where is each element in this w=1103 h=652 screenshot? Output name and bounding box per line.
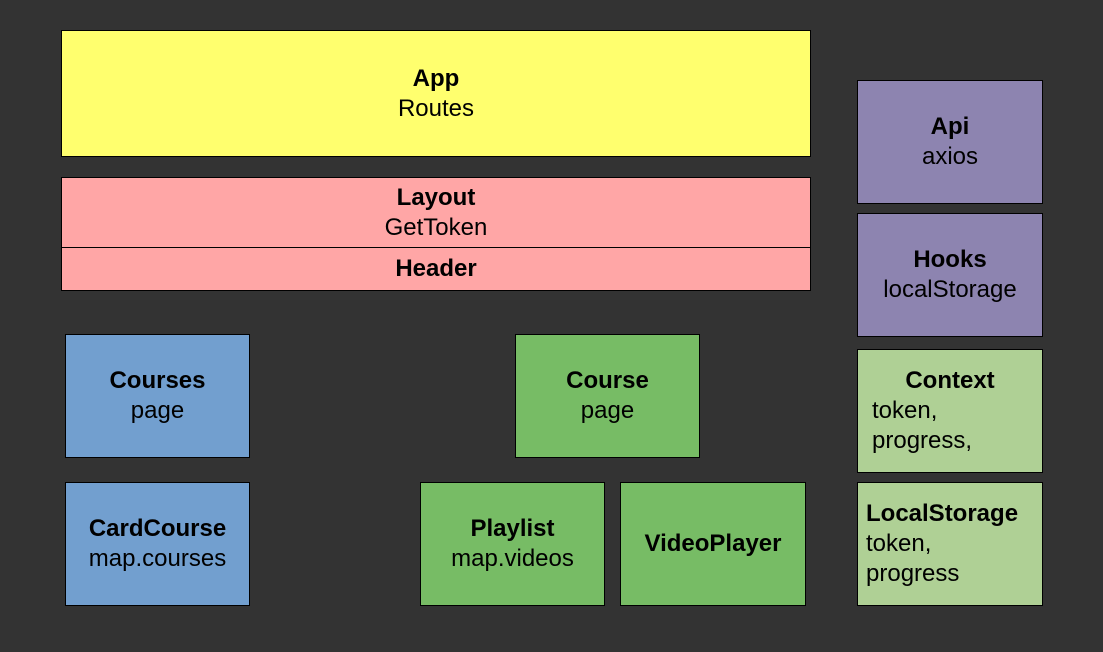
api-subtitle: axios [921,143,979,170]
header-title: Header [395,255,477,282]
context-title: Context [905,367,995,394]
app-title: App [412,64,460,92]
app-subtitle: Routes [397,94,475,122]
api-node: Api axios [857,80,1043,204]
course-node: Course page [515,334,700,458]
playlist-subtitle: map.videos [451,545,574,572]
app-node: App Routes [61,30,811,157]
context-line-progress: progress, [872,427,973,454]
videoplayer-title: VideoPlayer [644,530,782,557]
layout-subtitle: GetToken [384,213,488,241]
courses-node: Courses page [65,334,250,458]
context-line-token: token, [872,397,938,424]
playlist-title: Playlist [470,515,555,542]
courses-subtitle: page [130,397,185,424]
hooks-title: Hooks [913,246,987,273]
playlist-node: Playlist map.videos [420,482,605,606]
api-title: Api [930,113,970,140]
layout-node: Layout GetToken [61,177,811,248]
courses-title: Courses [109,367,206,394]
cardcourse-title: CardCourse [88,515,227,542]
localstorage-line-token: token, [866,530,932,557]
header-node: Header [61,247,811,291]
localstorage-node: LocalStorage token, progress [857,482,1043,606]
videoplayer-node: VideoPlayer [620,482,806,606]
hooks-subtitle: localStorage [883,276,1017,303]
layout-title: Layout [396,183,476,211]
cardcourse-node: CardCourse map.courses [65,482,250,606]
localstorage-line-progress: progress [866,560,960,587]
context-node: Context token, progress, [857,349,1043,473]
course-subtitle: page [580,397,635,424]
cardcourse-subtitle: map.courses [88,545,227,572]
localstorage-title: LocalStorage [866,500,1019,527]
hooks-node: Hooks localStorage [857,213,1043,337]
course-title: Course [566,367,649,394]
